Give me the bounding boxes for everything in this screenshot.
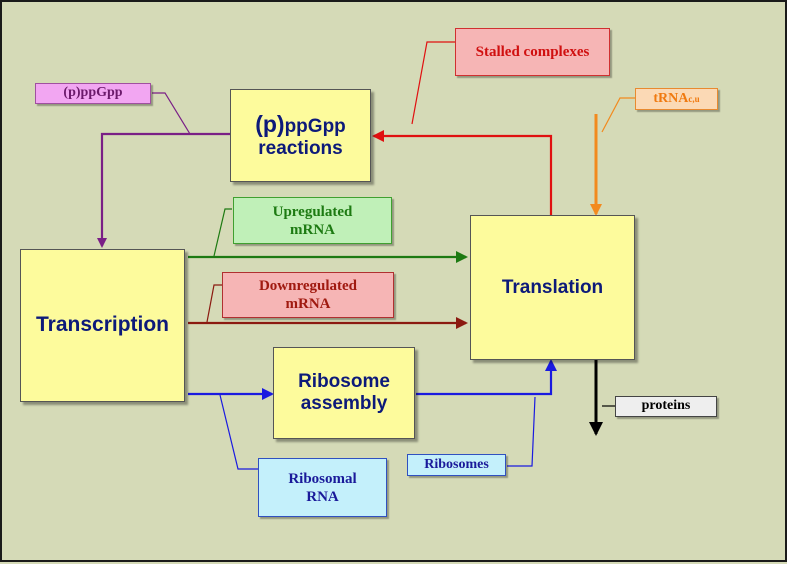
upregulated-line1: Upregulated: [272, 203, 353, 220]
upregulated-callout: Upregulated mRNA: [233, 197, 392, 244]
downregulated-line1: Downregulated: [258, 278, 358, 294]
ppgpp-label-leader: [152, 92, 191, 135]
downregulated-line2: mRNA: [285, 296, 331, 312]
ribosome-assembly-node: Ribosome assembly: [273, 347, 415, 439]
ribosomes-text: Ribosomes: [424, 456, 489, 472]
ppgpp-reactions-prefix: (p): [255, 111, 285, 138]
trna-text: tRNA: [653, 90, 689, 106]
ppgpp-reactions-name: ppGpp: [284, 116, 346, 138]
ppgpp-to-transcription-arrow: [97, 132, 230, 248]
ribosome-assembly-line2: assembly: [300, 393, 388, 414]
upregulated-line2: mRNA: [290, 221, 335, 238]
downregulated-label-leader: [206, 284, 222, 323]
trna-label-leader: [601, 97, 635, 133]
ribosomes-label-leader: [507, 396, 536, 467]
transcription-label: Transcription: [35, 313, 170, 337]
ppgpp-reactions-node: (p)ppGpp reactions: [230, 89, 371, 182]
ppgpp-callout: (p)ppGpp: [35, 83, 151, 104]
stalled-label-leader: [411, 41, 455, 125]
transcription-node: Transcription: [20, 249, 185, 402]
assembly-to-translation-arrow: [416, 359, 557, 396]
proteins-text: proteins: [641, 398, 691, 414]
ppgpp-callout-text: (p)ppGpp: [63, 85, 123, 101]
ribosomes-callout: Ribosomes: [407, 454, 506, 476]
translation-node: Translation: [470, 215, 635, 360]
ribosome-assembly-line1: Ribosome: [298, 371, 390, 393]
ribosomal-rna-line1: Ribosomal: [288, 470, 357, 487]
stalled-complexes-text: Stalled complexes: [475, 44, 590, 60]
translation-to-ppgpp-arrow: [372, 130, 553, 215]
translation-label: Translation: [501, 276, 604, 298]
stalled-complexes-callout: Stalled complexes: [455, 28, 610, 76]
ribosomal-rna-callout: Ribosomal RNA: [258, 458, 387, 517]
proteins-callout: proteins: [615, 396, 717, 417]
downregulated-callout: Downregulated mRNA: [222, 272, 394, 318]
ribosomal-rna-leader: [219, 394, 258, 470]
ribosomal-rna-line2: RNA: [306, 488, 339, 505]
trna-superscript: c,u: [688, 93, 700, 104]
upregulated-label-leader: [213, 208, 232, 257]
ppgpp-reactions-line2: reactions: [258, 138, 343, 159]
